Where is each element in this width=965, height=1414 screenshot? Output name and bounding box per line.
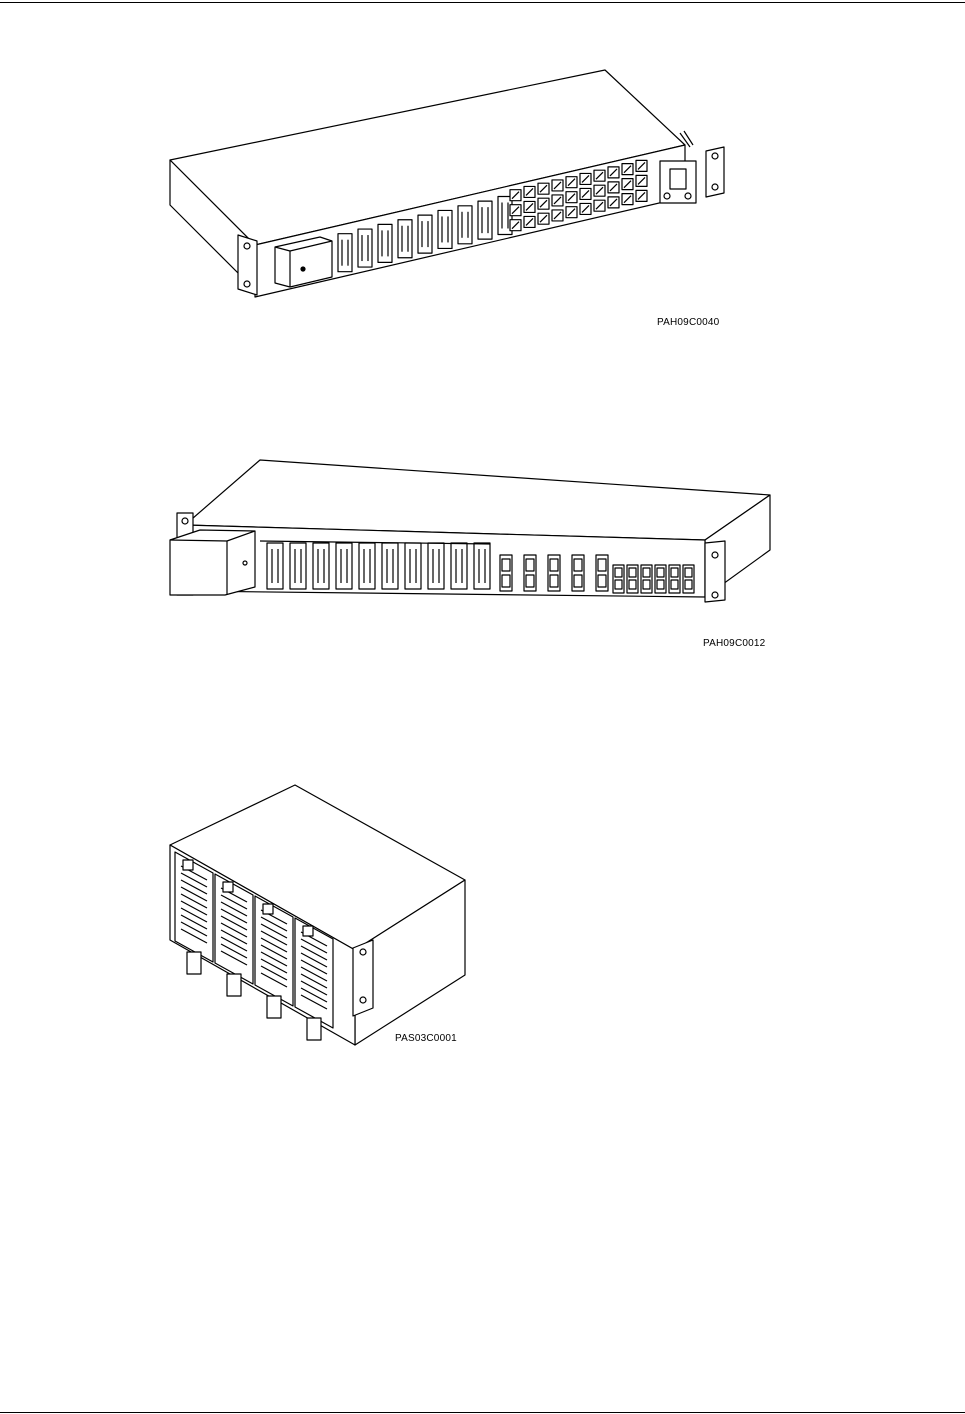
header-rule: [0, 2, 965, 3]
figure-code: PAS03C0001: [395, 1033, 457, 1044]
footer-rule: [0, 1412, 965, 1413]
figure-code: PAH09C0040: [657, 317, 719, 328]
figure-2-illustration: PAH09C0012: [165, 455, 780, 655]
figure-code: PAH09C0012: [703, 638, 765, 649]
figure-1-illustration: PAH09C0040: [160, 65, 730, 300]
figure-3-illustration: PAS03C0001: [165, 780, 485, 1050]
